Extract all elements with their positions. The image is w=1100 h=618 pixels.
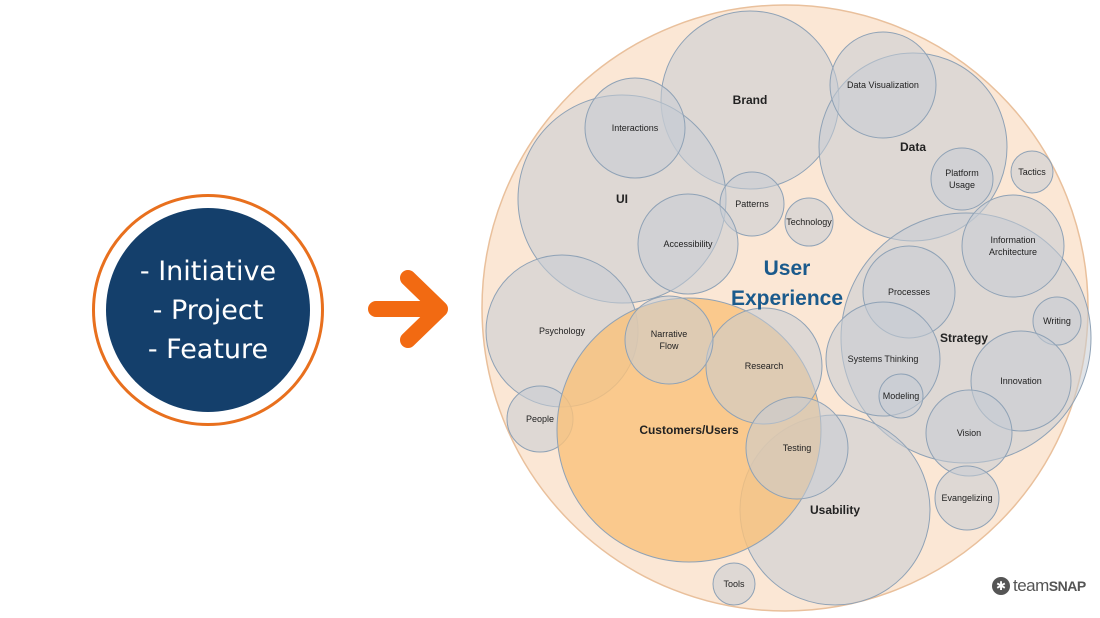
bubble-patterns — [719, 171, 785, 237]
center-label-line-1: User — [764, 257, 811, 280]
label-tactics: Tactics — [1018, 167, 1046, 177]
label-interactions: Interactions — [612, 123, 659, 133]
label-patterns: Patterns — [735, 199, 769, 209]
bubble-writing — [1032, 296, 1082, 346]
label-data: Data — [900, 140, 926, 154]
label-information-architecture-line-2: Architecture — [989, 247, 1037, 257]
bubble-data-visualization — [829, 31, 937, 139]
bubble-information-architecture — [961, 194, 1065, 298]
center-label-line-2: Experience — [731, 287, 843, 310]
label-accessibility: Accessibility — [663, 239, 713, 249]
bubble-accessibility — [637, 193, 739, 295]
scope-badge: - Initiative - Project - Feature — [92, 194, 324, 426]
bubble-tactics — [1010, 150, 1054, 194]
label-data-visualization: Data Visualization — [847, 80, 919, 90]
label-evangelizing: Evangelizing — [941, 493, 992, 503]
bubble-testing — [745, 396, 849, 500]
label-platform-usage-line-1: Platform — [945, 168, 979, 178]
label-vision: Vision — [957, 428, 981, 438]
label-writing: Writing — [1043, 316, 1071, 326]
label-ui: UI — [616, 192, 628, 206]
label-strategy: Strategy — [940, 331, 988, 345]
label-processes: Processes — [888, 287, 931, 297]
bubble-interactions — [584, 77, 686, 179]
scope-badge-inner: - Initiative - Project - Feature — [106, 208, 310, 412]
label-platform-usage-line-2: Usage — [949, 180, 975, 190]
label-brand: Brand — [733, 93, 768, 107]
label-research: Research — [745, 361, 784, 371]
label-customers: Customers/Users — [639, 423, 739, 437]
label-modeling: Modeling — [883, 391, 920, 401]
label-testing: Testing — [783, 443, 812, 453]
label-narrative-flow-line-1: Narrative — [651, 329, 688, 339]
label-innovation: Innovation — [1000, 376, 1042, 386]
label-systems-thinking: Systems Thinking — [848, 354, 919, 364]
label-people: People — [526, 414, 554, 424]
scope-item-initiative: - Initiative — [139, 255, 277, 287]
bubble-platform-usage — [930, 147, 994, 211]
scope-item-project: - Project — [152, 294, 264, 326]
logo-wordmark: teamSNAP — [1013, 576, 1086, 595]
label-technology: Technology — [786, 217, 832, 227]
label-information-architecture-line-1: Information — [990, 235, 1035, 245]
logo-star-icon: ✱ — [992, 577, 1010, 595]
bubble-evangelizing — [934, 465, 1000, 531]
label-psychology: Psychology — [539, 326, 586, 336]
bubble-tools — [712, 562, 756, 606]
scope-item-feature: - Feature — [147, 333, 269, 365]
arrow-right-icon — [368, 270, 448, 348]
bubble-modeling — [878, 373, 924, 419]
bubble-narrative-flow — [624, 295, 714, 385]
label-usability: Usability — [810, 503, 860, 517]
label-narrative-flow-line-2: Flow — [659, 341, 679, 351]
teamsnap-logo: ✱ teamSNAP — [992, 574, 1086, 598]
bubble-technology — [784, 197, 834, 247]
label-tools: Tools — [723, 579, 745, 589]
